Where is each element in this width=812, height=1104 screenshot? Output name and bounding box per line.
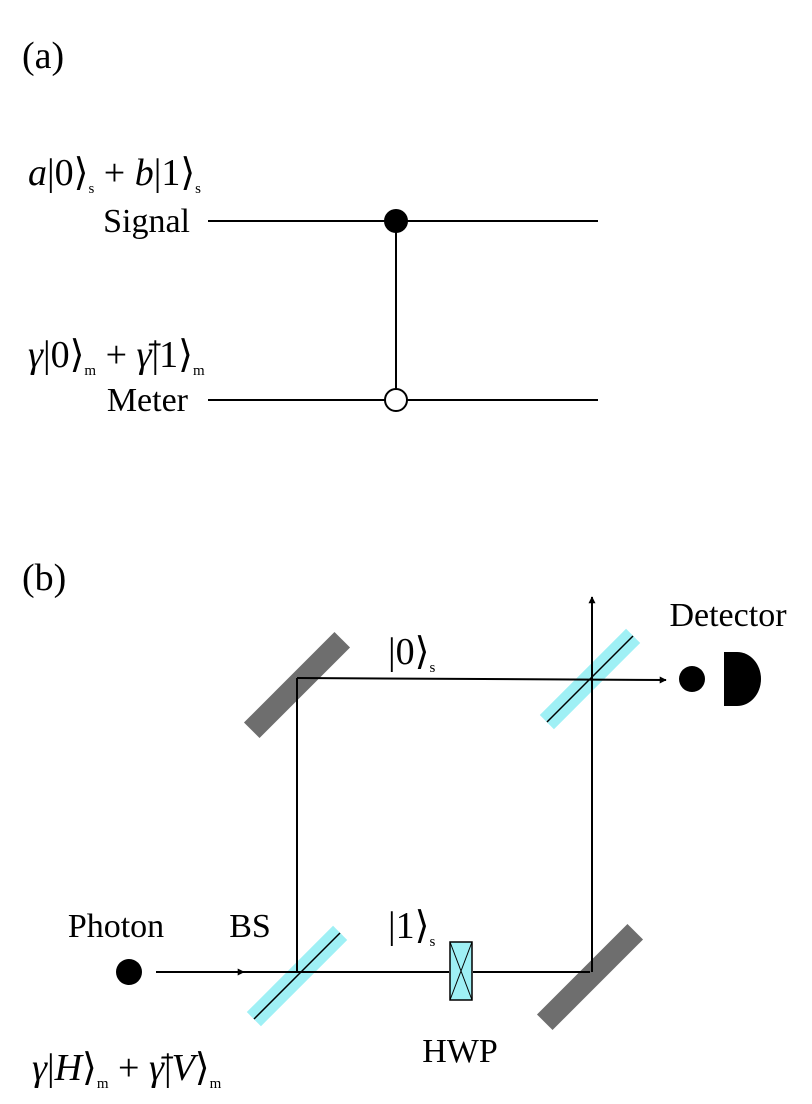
photon-label: Photon: [68, 908, 164, 945]
control-dot: [384, 209, 408, 233]
input-state: γ|H⟩m + γ̄|V⟩m: [32, 1047, 222, 1092]
bs-label: BS: [229, 908, 271, 945]
photon-dot: [116, 959, 142, 985]
panel-b-label: (b): [22, 557, 66, 599]
hwp-plate: [449, 941, 473, 1001]
detector-label: Detector: [669, 597, 787, 634]
target-circle: [384, 388, 408, 412]
mirror-bottom-right: [536, 923, 644, 1031]
meter-state: γ|0⟩m + γ̄|1⟩m: [28, 334, 205, 379]
beamsplitter-input: [246, 925, 348, 1027]
meter-label: Meter: [107, 382, 189, 419]
panel-a-label: (a): [22, 35, 64, 77]
upper-path: [296, 676, 667, 684]
upper-path-state: |0⟩s: [388, 631, 435, 676]
panel-a: (a) a|0⟩s + b|1⟩s Signal γ|0⟩m + γ̄|1⟩m …: [22, 35, 598, 419]
signal-state: a|0⟩s + b|1⟩s: [28, 152, 201, 197]
signal-label: Signal: [103, 203, 190, 240]
detector-dot: [679, 666, 705, 692]
hwp-label: HWP: [422, 1033, 498, 1070]
detector-icon: [724, 652, 761, 706]
lower-path-state: |1⟩s: [388, 905, 435, 950]
panel-b: (b) HWP Photon BS |0⟩s: [22, 557, 787, 1092]
